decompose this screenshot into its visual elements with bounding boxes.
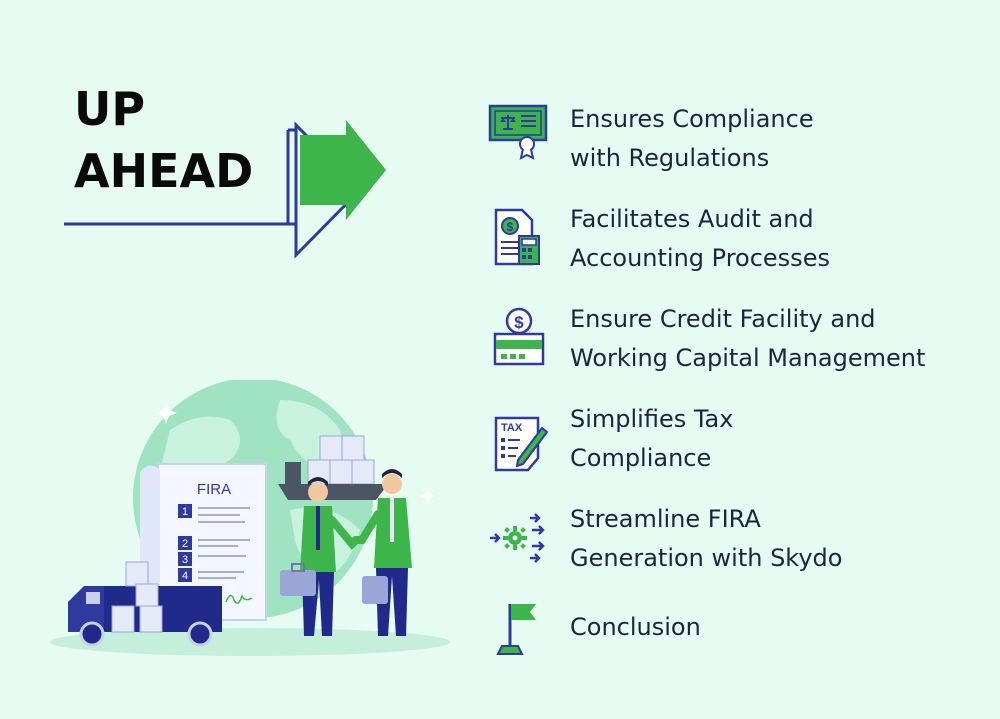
item-label-line-2: Working Capital Management <box>570 344 926 372</box>
credit-card-icon: $ <box>493 307 545 366</box>
item-label-line-1: Facilitates Audit and <box>570 205 814 233</box>
document-title: FIRA <box>197 481 231 498</box>
title-line-1: UP <box>74 82 146 136</box>
step-3: 3 <box>182 554 188 566</box>
svg-text:TAX: TAX <box>501 422 523 434</box>
item-label-line-1: Conclusion <box>570 613 701 641</box>
audit-calculator-icon: $ <box>494 208 540 266</box>
arrow-right-icon <box>64 120 386 259</box>
item-label-line-1: Simplifies Tax <box>570 405 734 433</box>
item-label-line-2: with Regulations <box>570 144 770 172</box>
svg-text:$: $ <box>514 313 524 332</box>
title-line-2: AHEAD <box>74 144 254 198</box>
gear-arrows-icon <box>490 513 545 563</box>
step-2: 2 <box>182 538 188 550</box>
item-label-line-1: Ensure Credit Facility and <box>570 305 876 333</box>
tax-document-icon: TAX <box>494 416 549 472</box>
step-4: 4 <box>182 570 188 582</box>
svg-text:$: $ <box>507 220 514 234</box>
trade-illustration: FIRA 1 2 3 4 <box>50 380 450 656</box>
topics-list: Ensures Compliance with Regulations $ Fa… <box>488 0 988 719</box>
item-label-line-2: Compliance <box>570 444 712 472</box>
item-label-line-2: Accounting Processes <box>570 244 830 272</box>
page-title: UP AHEAD <box>74 78 253 202</box>
item-label-line-1: Ensures Compliance <box>570 105 814 133</box>
certificate-icon <box>488 104 548 160</box>
item-label-line-1: Streamline FIRA <box>570 505 761 533</box>
flag-icon <box>496 604 536 655</box>
step-1: 1 <box>182 506 188 518</box>
document-steps: 1 2 3 4 <box>178 504 192 582</box>
item-label-line-2: Generation with Skydo <box>570 544 843 572</box>
